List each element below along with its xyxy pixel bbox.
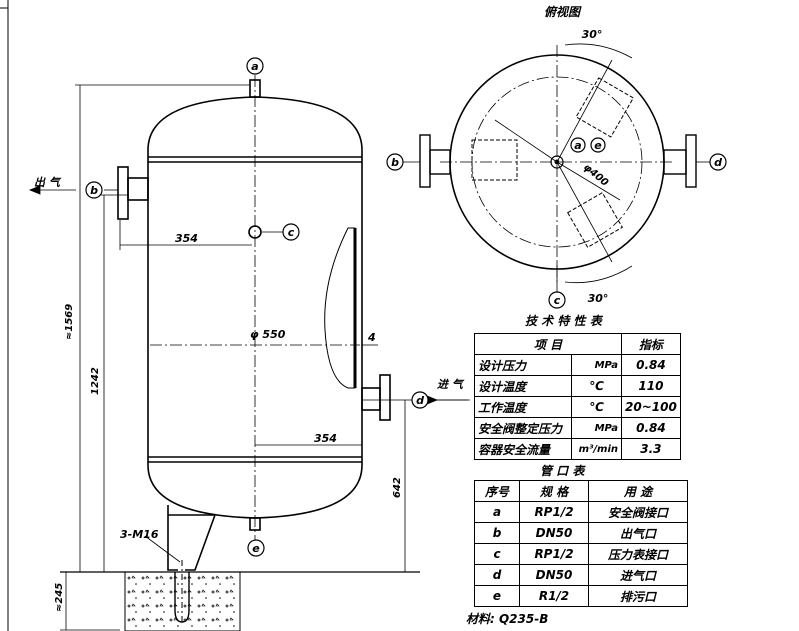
- dim-diameter: φ 550: [250, 328, 286, 341]
- outlet-text: 出 气: [34, 176, 62, 189]
- label-a-front: a: [251, 60, 258, 73]
- label-b-top: b: [391, 156, 399, 169]
- label-a-top: a: [574, 139, 581, 152]
- tech-value: 20~100: [621, 396, 681, 418]
- table-row: e R1/2 排污口: [474, 585, 688, 607]
- dim-354-upper: 354: [175, 232, 198, 245]
- tech-header-item: 项 目: [474, 333, 622, 355]
- tech-table-title: 技 术 特 性 表: [525, 314, 602, 328]
- tech-value: 110: [621, 375, 681, 397]
- tech-unit: MPa: [571, 417, 622, 439]
- top-view-title: 俯视图: [544, 5, 582, 19]
- nozzle-spec: DN50: [519, 522, 589, 544]
- tech-unit: ℃: [571, 375, 622, 397]
- nozzle-no: e: [474, 585, 520, 607]
- front-labels: [85, 57, 429, 557]
- tech-cell: 设计温度: [473, 375, 573, 397]
- table-row: 设计压力 MPa 0.84: [473, 354, 681, 376]
- nozzle-use: 进气口: [588, 564, 688, 586]
- tech-unit: ℃: [571, 396, 622, 418]
- dim-354-lower: 354: [314, 432, 337, 445]
- label-d-top: d: [714, 156, 722, 169]
- nozzle-use: 出气口: [588, 522, 688, 544]
- nozzle-no: b: [474, 522, 520, 544]
- dim-1242: 1242: [90, 367, 101, 395]
- nozzle-spec: R1/2: [519, 585, 589, 607]
- tech-cell: 容器安全流量: [473, 438, 573, 460]
- dim-total: ≈1569: [64, 304, 75, 340]
- nozzle-spec: DN50: [519, 564, 589, 586]
- table-row: 设计温度 ℃ 110: [473, 375, 681, 397]
- table-row: b DN50 出气口: [474, 522, 688, 544]
- label-b-front: b: [90, 184, 98, 197]
- tech-cell: 安全阀整定压力: [473, 417, 573, 439]
- top-diameter: φ400: [581, 162, 610, 189]
- vessel-shell: [147, 96, 363, 519]
- inlet-text: 进 气: [437, 378, 465, 391]
- nozzle-use: 压力表接口: [588, 543, 688, 565]
- nozzle-spec: RP1/2: [519, 501, 589, 523]
- table-row: 容器安全流量 m³/min 3.3: [473, 438, 681, 460]
- tech-unit: MPa: [571, 354, 622, 376]
- table-row: 工作温度 ℃ 20~100: [473, 396, 681, 418]
- nozzle-header-no: 序号: [474, 480, 520, 502]
- table-row: c RP1/2 压力表接口: [474, 543, 688, 565]
- nozzle-table-title: 管 口 表: [540, 464, 585, 478]
- nozzle-no: a: [474, 501, 520, 523]
- nozzle-use: 排污口: [588, 585, 688, 607]
- table-row: 安全阀整定压力 MPa 0.84: [473, 417, 681, 439]
- nozzle-table: 序号 规 格 用 途 a RP1/2 安全阀接口 b DN50 出气口 c RP…: [474, 480, 688, 607]
- label-d-front: d: [416, 394, 424, 407]
- dim-base: ≈245: [54, 583, 65, 612]
- label-e-front: e: [252, 542, 260, 555]
- top-view: [419, 43, 697, 283]
- label-e-top: e: [594, 139, 602, 152]
- nozzle-header-spec: 规 格: [519, 480, 589, 502]
- front-view: [60, 79, 420, 573]
- tech-header-value: 指标: [621, 333, 681, 355]
- nozzle-no: d: [474, 564, 520, 586]
- nozzle-header-use: 用 途: [588, 480, 688, 502]
- table-row: d DN50 进气口: [474, 564, 688, 586]
- angle-bottom: 30°: [588, 292, 609, 305]
- tech-value: 0.84: [621, 354, 681, 376]
- table-row: a RP1/2 安全阀接口: [474, 501, 688, 523]
- tech-value: 3.3: [621, 438, 681, 460]
- tech-cell: 设计压力: [473, 354, 573, 376]
- tech-table: 项 目 指标 设计压力 MPa 0.84 设计温度 ℃ 110 工作温度 ℃ 2…: [473, 333, 681, 460]
- dim-wall: 4: [367, 331, 376, 344]
- tech-unit: m³/min: [571, 438, 622, 460]
- nozzle-no: c: [474, 543, 520, 565]
- nozzle-spec: RP1/2: [519, 543, 589, 565]
- angle-top: 30°: [582, 28, 603, 41]
- nozzle-use: 安全阀接口: [588, 501, 688, 523]
- material-note: 材料: Q235-B: [466, 612, 549, 626]
- tech-value: 0.84: [621, 417, 681, 439]
- bolt-label: 3-M16: [120, 528, 159, 541]
- tech-cell: 工作温度: [473, 396, 573, 418]
- dim-642: 642: [392, 477, 403, 498]
- label-c-front: c: [288, 226, 295, 239]
- label-c-top: c: [554, 294, 561, 307]
